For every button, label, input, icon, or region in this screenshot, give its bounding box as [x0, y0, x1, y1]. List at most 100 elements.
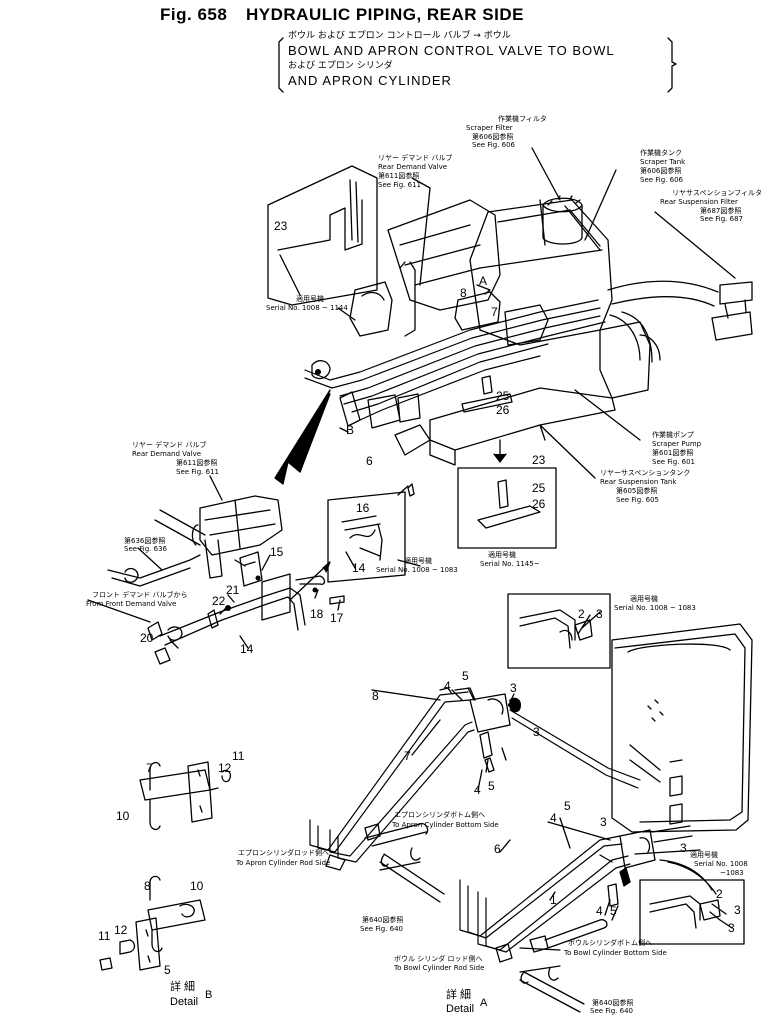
callout-rear-demand-valve-ref: See Fig. 611 — [378, 181, 421, 189]
part-number: 20 — [140, 631, 154, 645]
part-number: 14 — [240, 642, 254, 656]
detail-b-letter: B — [205, 989, 213, 1001]
callout-rear-demand-valve2-ref: See Fig. 611 — [176, 468, 219, 476]
callout-serial-1008-1083-c-2: ~1083 — [720, 869, 744, 877]
callout-serial-1008-1083-b-jp: 適用号機 — [630, 595, 658, 603]
callout-scraper-tank-ref: See Fig. 606 — [640, 176, 683, 184]
callout-scraper-filter: Scraper Filter — [466, 124, 513, 132]
bowl-rod-connector — [519, 967, 585, 1013]
inset-detail-serial-box — [639, 879, 745, 945]
callout-fig640b: See Fig. 640 — [590, 1007, 633, 1015]
part-number: 10 — [116, 809, 130, 823]
callout-rear-susp-tank-ref-jp: 第605図参照 — [616, 487, 658, 495]
title-bracket — [278, 37, 677, 93]
part-number: 22 — [212, 594, 226, 608]
part-number: 8 — [460, 286, 467, 300]
callout-rear-susp-tank-ref: See Fig. 605 — [616, 496, 659, 504]
detail-b-jp: 詳 細 — [170, 981, 196, 993]
part-number: 1 — [550, 893, 557, 907]
callout-serial-1008-1083-b: Serial No. 1008 ~ 1083 — [614, 604, 696, 612]
scraper-tank-lower — [611, 623, 753, 833]
part-number: 3 — [596, 607, 603, 621]
figure-title: HYDRAULIC PIPING, REAR SIDE — [246, 5, 524, 24]
callout-apron-rod-jp: エプロンシリンダロッド側へ — [238, 849, 329, 857]
part-number: 5 — [488, 779, 495, 793]
part-number: 3 — [680, 841, 687, 855]
callout-fig636-jp: 第636図参照 — [124, 537, 166, 545]
part-number: 5 — [164, 963, 171, 977]
part-number: 3 — [600, 815, 607, 829]
callout-scraper-pump-ref: See Fig. 601 — [652, 458, 695, 466]
part-number: 14 — [352, 561, 366, 575]
callout-bowl-bottom: To Bowl Cylinder Bottom Side — [564, 949, 667, 957]
part-number: A — [479, 274, 488, 288]
callout-rear-demand-valve-jp: リヤー デマンド バルブ — [378, 154, 453, 162]
rear-demand-valve — [349, 281, 393, 337]
detail-a-label: Detail — [446, 1003, 475, 1015]
callout-scraper-filter-jp: 作業機フィルタ — [498, 115, 547, 123]
part-number: 7 — [491, 305, 498, 319]
part-number: 26 — [496, 403, 510, 417]
scraper-filter — [542, 197, 583, 245]
part-number: 18 — [310, 607, 324, 621]
part-number: 16 — [356, 501, 370, 515]
part-number: 4 — [474, 783, 481, 797]
part-number: 2 — [578, 607, 585, 621]
callout-rear-susp-filter-ref-jp: 第687図参照 — [700, 207, 742, 215]
callout-fig636: See Fig. 636 — [124, 545, 167, 553]
callout-rear-demand-valve2: Rear Demand Valve — [132, 450, 202, 458]
part-number: 12 — [218, 761, 232, 775]
callout-fig640a: See Fig. 640 — [360, 925, 403, 933]
inset-16-14-box — [327, 491, 406, 583]
callout-rear-susp-tank-jp: リヤーサスペンションタンク — [600, 469, 691, 477]
part-number: 3 — [533, 725, 540, 739]
callout-bowl-rod: To Bowl Cylinder Rod Side — [394, 964, 485, 972]
rear-suspension-filter — [711, 281, 753, 341]
part-number: 26 — [532, 497, 546, 511]
callout-rear-susp-tank: Rear Suspension Tank — [600, 478, 677, 486]
detail-a-jp: 詳 細 — [446, 989, 472, 1001]
part-number: 10 — [190, 879, 204, 893]
inset-2-3-box — [507, 593, 611, 669]
callout-apron-rod: To Apron Cylinder Rod Side — [236, 859, 331, 867]
callout-scraper-pump-jp: 作業機ポンプ — [652, 431, 694, 439]
part-number: 4 — [550, 811, 557, 825]
callout-serial-1008-1083-c-jp: 適用号機 — [690, 851, 718, 859]
callout-rear-demand-valve2-jp: リヤー デマンド バルブ — [132, 441, 207, 449]
part-number: B — [346, 423, 355, 437]
callout-scraper-pump: Scraper Pump — [652, 440, 702, 448]
part-number: 4 — [444, 679, 451, 693]
apron-rod-connector — [379, 847, 445, 903]
detail-b-lower — [147, 875, 206, 953]
callout-bowl-bottom-jp: ボウルシリンダボトム側へ — [568, 939, 652, 947]
callout-rear-demand-valve-ref-jp: 第611図参照 — [378, 172, 420, 180]
scraper-pump — [599, 321, 661, 399]
part-number: 6 — [494, 842, 501, 856]
part-number: 23 — [532, 453, 546, 467]
part-number: 7 — [404, 749, 411, 763]
callout-serial-1008-1083-c-1: Serial No. 1008 — [694, 860, 748, 868]
rear-demand-valve-2 — [199, 495, 283, 556]
pipe-bundle-1 — [329, 299, 599, 381]
callout-scraper-filter-ref: See Fig. 606 — [472, 141, 515, 149]
pipe-14 — [159, 587, 306, 646]
subtitle-en-2: AND APRON CYLINDER — [288, 73, 452, 88]
frame-bracket — [429, 387, 616, 451]
callout-scraper-tank-ref-jp: 第606図参照 — [640, 167, 682, 175]
part-number: 8 — [144, 879, 151, 893]
part-number: 6 — [366, 454, 373, 468]
subtitle-en-1: BOWL AND APRON CONTROL VALVE TO BOWL — [288, 43, 615, 58]
part-number: 23 — [274, 219, 288, 233]
callout-serial-top-jp: 適用号機 — [296, 295, 324, 303]
part-number: 4 — [596, 904, 603, 918]
callout-serial-1145: Serial No. 1145~ — [480, 560, 540, 568]
callout-from-front-jp: フロント デマンド バルブから — [92, 591, 188, 599]
callout-serial-top: Serial No. 1008 ~ 1144 — [266, 304, 348, 312]
part-number: 11 — [232, 749, 245, 763]
part-number: 7 — [146, 761, 153, 775]
callout-scraper-filter-ref-jp: 第606図参照 — [472, 133, 514, 141]
callout-rear-demand-valve2-ref-jp: 第611図参照 — [176, 459, 218, 467]
callout-rear-susp-filter-jp: リヤサスペンションフィルタ — [672, 189, 763, 197]
part-number: 8 — [372, 689, 379, 703]
